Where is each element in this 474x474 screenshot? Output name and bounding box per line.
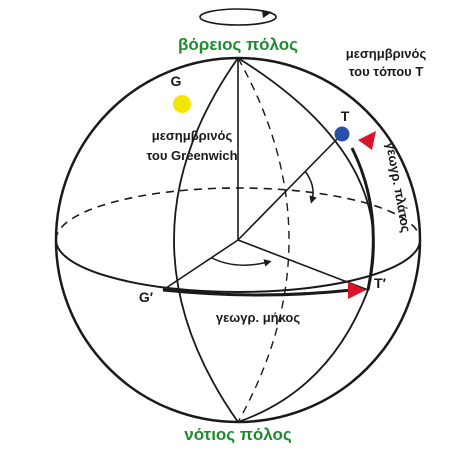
point-t-marker bbox=[334, 126, 350, 142]
back-meridian bbox=[237, 57, 290, 423]
equator-front bbox=[55, 239, 421, 293]
radius-to-t bbox=[237, 133, 343, 241]
north-pole-label: βόρειος πόλος bbox=[178, 35, 298, 54]
longitude-angle-arc bbox=[211, 257, 272, 267]
local-meridian bbox=[237, 57, 375, 423]
rotation-arrow-icon bbox=[199, 8, 277, 26]
greenwich-meridian bbox=[173, 57, 239, 423]
south-pole-label: νότιος πόλος bbox=[184, 425, 292, 444]
latitude-angle-arc bbox=[304, 170, 317, 204]
local-meridian-label-2: του τόπου T bbox=[349, 64, 424, 79]
longitude-label: γεωγρ. μήκος bbox=[216, 310, 301, 325]
radius-to-g-prime bbox=[162, 239, 239, 291]
local-meridian-label-1: μεσημβρινός bbox=[346, 46, 427, 61]
longitude-arc bbox=[162, 288, 353, 297]
point-t-label: T bbox=[341, 108, 350, 124]
latitude-label: γεωγρ. πλάτος bbox=[383, 141, 414, 234]
point-t-prime-label: T′ bbox=[374, 275, 387, 291]
longitude-arrow bbox=[348, 282, 366, 299]
point-g-label: G bbox=[171, 73, 182, 89]
greenwich-meridian-label-2: του Greenwich bbox=[146, 148, 237, 163]
greenwich-meridian-label-1: μεσημβρινός bbox=[152, 128, 233, 143]
point-g-prime-label: G′ bbox=[139, 289, 154, 305]
latitude-arc bbox=[350, 147, 375, 291]
latitude-arrow bbox=[358, 131, 376, 150]
point-g-marker bbox=[173, 95, 191, 113]
radius-to-t-prime bbox=[237, 239, 369, 291]
